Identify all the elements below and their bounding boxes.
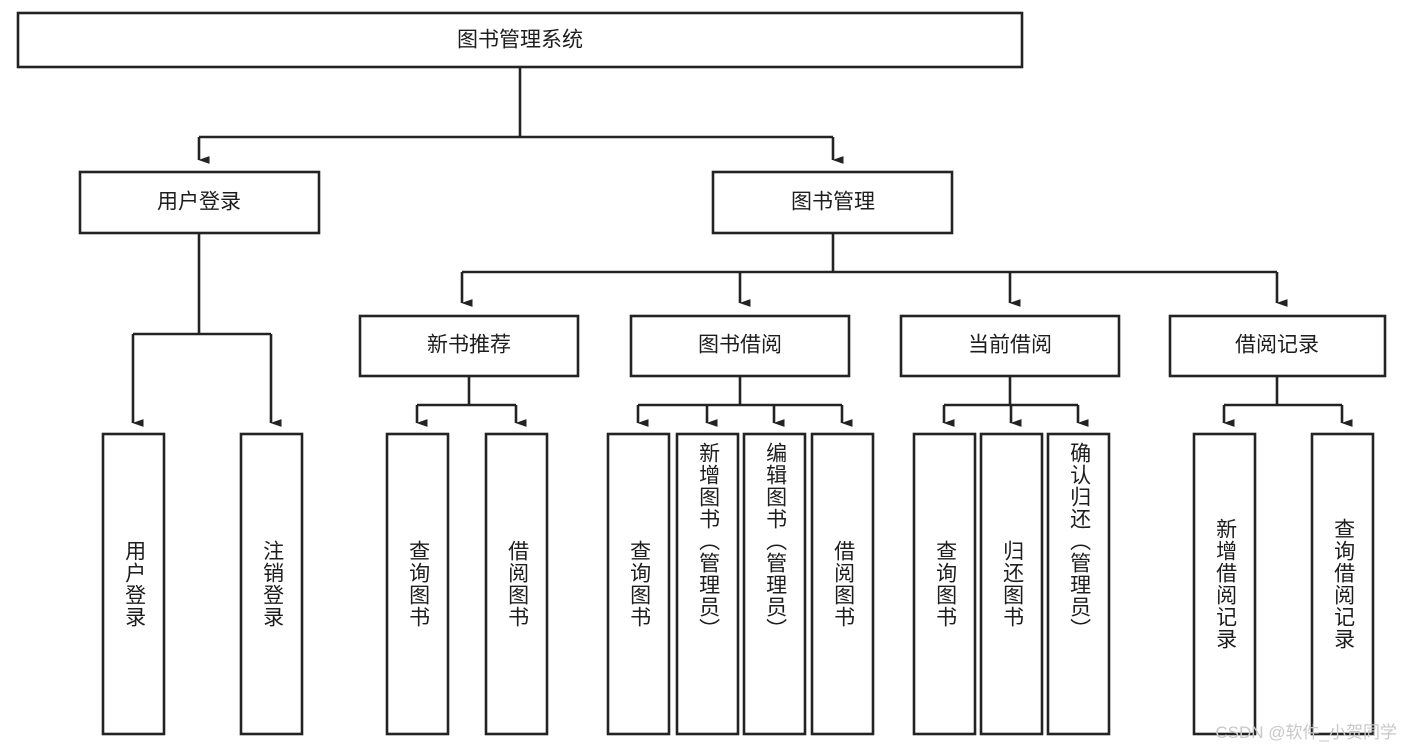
connector-borrow-to-leaves: [636, 376, 853, 427]
connector-root-to-level2: [197, 67, 844, 164]
leaf-box-current-borrow-0[interactable]: [912, 432, 977, 736]
leaf-box-book-borrow-1[interactable]: [675, 432, 740, 736]
node-book-management[interactable]: 图书管理: [711, 170, 954, 235]
node-borrow-record-label: 借阅记录: [1235, 334, 1319, 357]
node-new-book-recommend-label: 新书推荐: [427, 334, 511, 357]
node-root[interactable]: 图书管理系统: [16, 11, 1024, 69]
leaf-box-user-login-1[interactable]: [239, 432, 304, 736]
leaf-box-current-borrow-2[interactable]: [1046, 432, 1111, 736]
leaf-box-book-borrow-2[interactable]: [742, 432, 807, 736]
leaf-boxes-book-borrow: [606, 432, 875, 736]
leaf-box-borrow-record-0[interactable]: [1192, 432, 1257, 736]
connector-current-to-leaves: [942, 376, 1089, 427]
leaf-box-new-book-0[interactable]: [385, 432, 450, 736]
connector-userlogin-to-leaves: [131, 233, 282, 427]
leaf-box-book-borrow-0[interactable]: [606, 432, 671, 736]
node-user-login[interactable]: 用户登录: [78, 170, 321, 235]
node-root-label: 图书管理系统: [457, 29, 583, 52]
leaf-boxes-new-book: [385, 432, 549, 736]
node-book-borrow-label: 图书借阅: [698, 334, 782, 357]
leaf-box-book-borrow-3[interactable]: [810, 432, 875, 736]
leaf-box-new-book-1[interactable]: [484, 432, 549, 736]
connector-record-to-leaves: [1222, 376, 1353, 427]
leaf-box-borrow-record-1[interactable]: [1310, 432, 1375, 736]
connector-newbook-to-leaves: [415, 376, 527, 427]
node-current-borrow-label: 当前借阅: [968, 334, 1052, 357]
node-current-borrow[interactable]: 当前借阅: [899, 314, 1121, 378]
node-borrow-record[interactable]: 借阅记录: [1168, 314, 1387, 378]
node-new-book-recommend[interactable]: 新书推荐: [358, 314, 580, 378]
leaf-boxes-user-login: [101, 432, 304, 736]
node-user-login-label: 用户登录: [157, 191, 241, 214]
leaf-box-current-borrow-1[interactable]: [979, 432, 1044, 736]
node-book-borrow[interactable]: 图书借阅: [629, 314, 851, 378]
leaf-boxes-borrow-record: [1192, 432, 1375, 736]
leaf-boxes-current-borrow: [912, 432, 1111, 736]
csdn-watermark: CSDN @软件_小贺同学: [1215, 723, 1397, 742]
node-book-management-label: 图书管理: [791, 191, 875, 214]
leaf-box-user-login-0[interactable]: [101, 432, 166, 736]
connector-bookmgmt-to-level3: [460, 233, 1288, 307]
